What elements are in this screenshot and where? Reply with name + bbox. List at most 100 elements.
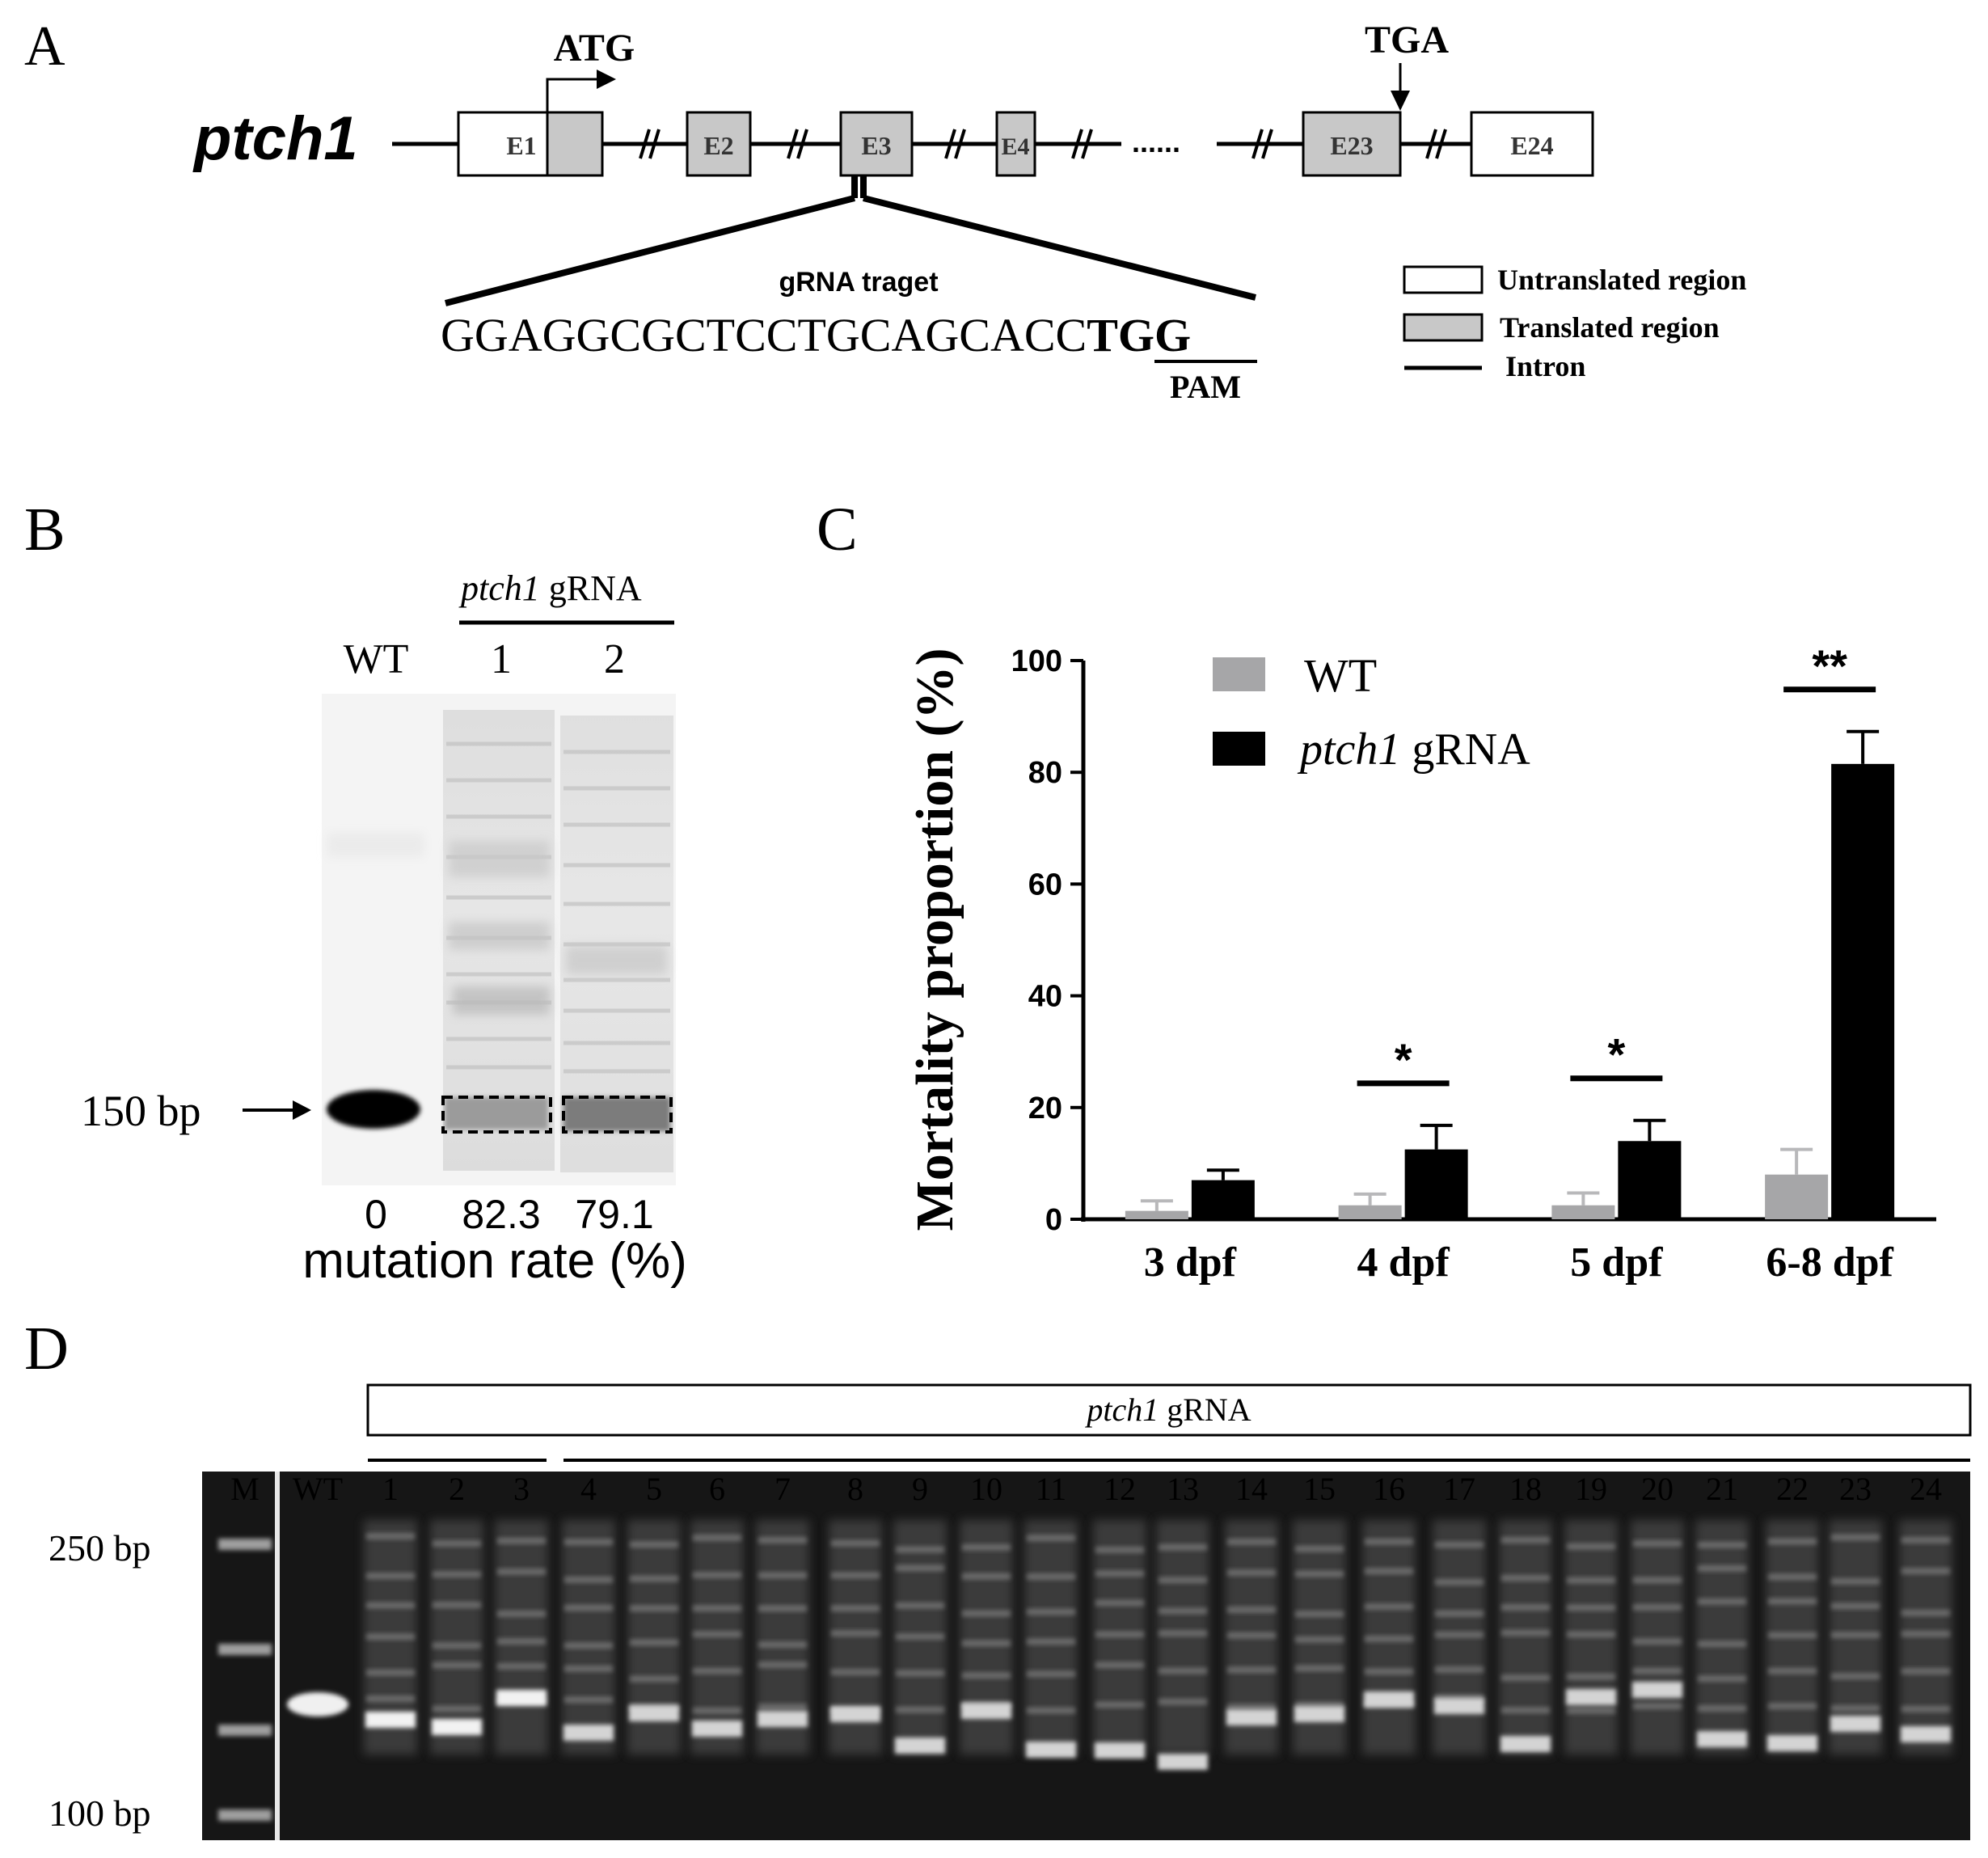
gel-d-faint-band <box>564 1539 613 1546</box>
gel-b-marker: 150 bp <box>81 1087 201 1135</box>
gel-d-faint-band <box>1295 1636 1344 1643</box>
gel-d-faint-band <box>366 1669 415 1676</box>
gel-d-faint-band <box>1567 1673 1615 1680</box>
gel-d-lane-label: 9 <box>912 1471 928 1507</box>
legend-swatch-wt <box>1213 657 1265 691</box>
gel-d-faint-band <box>758 1662 807 1669</box>
gel-d-faint-band <box>366 1633 415 1641</box>
y-tick-label: 100 <box>1011 644 1062 678</box>
gel-d-main-band <box>1500 1736 1551 1752</box>
gel-d-lane-label: 20 <box>1641 1471 1674 1507</box>
gel-d-faint-band <box>1095 1662 1144 1669</box>
gel-d-faint-band <box>1768 1538 1817 1545</box>
panel-label-d: D <box>24 1315 69 1383</box>
bar-ptch1-grna <box>1618 1141 1682 1219</box>
grna-sequence: GGAGGCGCTCCTGCAGCACCTGG <box>441 309 1191 361</box>
gel-d-faint-band <box>1768 1598 1817 1605</box>
exon-gap-ellipsis: ...... <box>1132 125 1180 158</box>
gel-d-faint-band <box>1831 1632 1880 1639</box>
gel-d-lane-label: 7 <box>775 1471 791 1507</box>
gel-d-faint-band <box>896 1602 944 1609</box>
gel-d-faint-band <box>1027 1535 1075 1542</box>
gel-d-faint-band <box>896 1670 944 1677</box>
gel-d-faint-band <box>1159 1698 1207 1705</box>
gel-d-ladder-band <box>218 1809 272 1821</box>
legend-translated: Translated region <box>1500 311 1720 344</box>
legend-swatch-translated <box>1403 313 1484 342</box>
gel-b-rate: 79.1 <box>575 1192 653 1237</box>
gel-d-lane-label: WT <box>293 1471 343 1507</box>
gel-d-faint-band <box>564 1642 613 1649</box>
gel-d-main-band <box>432 1719 482 1735</box>
gel-d-lane-label: 8 <box>847 1471 863 1507</box>
gel-b-lane-label: WT <box>344 636 409 682</box>
gel-d-faint-band <box>1027 1573 1075 1581</box>
gel-d-group-rest: gRNA <box>1159 1391 1251 1428</box>
gel-d-faint-band <box>962 1573 1011 1580</box>
gel-d-faint-band <box>1227 1606 1276 1613</box>
gel-d-lane-label: 21 <box>1706 1471 1738 1507</box>
grna-sequence-pam: TGG <box>1087 309 1191 361</box>
gel-b-lane-label: 1 <box>491 636 512 682</box>
gel-d-lane-label: 4 <box>580 1471 597 1507</box>
gel-d-faint-band <box>1095 1631 1144 1638</box>
gel-d-faint-band <box>896 1633 944 1641</box>
gel-d-faint-band <box>896 1565 944 1572</box>
gel-d-faint-band <box>1768 1667 1817 1674</box>
gel-d-faint-band <box>1227 1538 1276 1545</box>
gel-b-group-label: ptch1 gRNA <box>458 568 642 608</box>
gel-d-faint-band <box>1501 1604 1550 1611</box>
gel-d-faint-band <box>693 1667 741 1674</box>
gel-d-main-band <box>1294 1706 1344 1722</box>
gel-d-faint-band <box>693 1631 741 1638</box>
gel-b-group-rest: gRNA <box>540 568 642 608</box>
gel-d-faint-band <box>1768 1632 1817 1639</box>
gel-d-faint-band <box>433 1602 481 1609</box>
grna-sequence-main: GGAGGCGCTCCTGCAGCACC <box>441 309 1087 361</box>
gel-d-ladder-band <box>218 1644 272 1655</box>
y-tick-label: 0 <box>1045 1203 1062 1237</box>
gel-d-smear <box>1899 1520 1952 1755</box>
gel-d-main-band <box>1830 1716 1880 1732</box>
gel-d-faint-band <box>1633 1667 1682 1674</box>
gel-d-faint-band <box>1227 1666 1276 1674</box>
stop-codon-arrow <box>1391 63 1410 111</box>
bar-ptch1-grna <box>1831 763 1895 1219</box>
gel-d-faint-band <box>497 1610 546 1617</box>
gel-d-faint-band <box>497 1638 546 1645</box>
gel-d-faint-band <box>1295 1570 1344 1577</box>
gel-d-lane-label: 13 <box>1167 1471 1199 1507</box>
gel-d-faint-band <box>630 1639 678 1646</box>
gel-b-group-italic: ptch1 <box>458 568 540 608</box>
gel-d-faint-band <box>962 1543 1011 1551</box>
gel-d-faint-band <box>1831 1534 1880 1541</box>
gel-d-faint-band <box>1633 1577 1682 1584</box>
gel-d-faint-band <box>962 1610 1011 1617</box>
gel-d-faint-band <box>1831 1704 1880 1712</box>
gel-d-main-band <box>895 1738 945 1754</box>
gel-d-main-band <box>1767 1735 1817 1751</box>
gel-d-lane-label: 5 <box>646 1471 662 1507</box>
gel-d-faint-band <box>1831 1577 1880 1585</box>
legend-label-ptch1-rest: gRNA <box>1400 724 1530 775</box>
gel-d-faint-band <box>1501 1536 1550 1543</box>
gel-d-smear <box>1631 1520 1684 1755</box>
panel-a: A ptch1 ...... E1 <box>24 15 1746 405</box>
gel-b-box-1 <box>441 1096 552 1134</box>
gel-d-faint-band <box>497 1568 546 1575</box>
gel-d-faint-band <box>1227 1632 1276 1639</box>
gel-b-rate-label: mutation rate (%) <box>302 1233 687 1289</box>
gel-d-faint-band <box>831 1630 880 1637</box>
gel-d-smear <box>1695 1520 1749 1755</box>
gel-d-faint-band <box>1698 1675 1746 1683</box>
gel-d-smear <box>1156 1520 1209 1755</box>
exon-e1: E1 <box>457 111 604 177</box>
exon-e2-label: E2 <box>703 131 733 160</box>
gel-d-faint-band <box>1435 1541 1484 1548</box>
bar-ptch1-grna <box>1191 1180 1255 1219</box>
gel-d-faint-band <box>1567 1631 1615 1638</box>
gel-d-faint-band <box>1633 1603 1682 1611</box>
gel-d-faint-band <box>1567 1707 1615 1714</box>
